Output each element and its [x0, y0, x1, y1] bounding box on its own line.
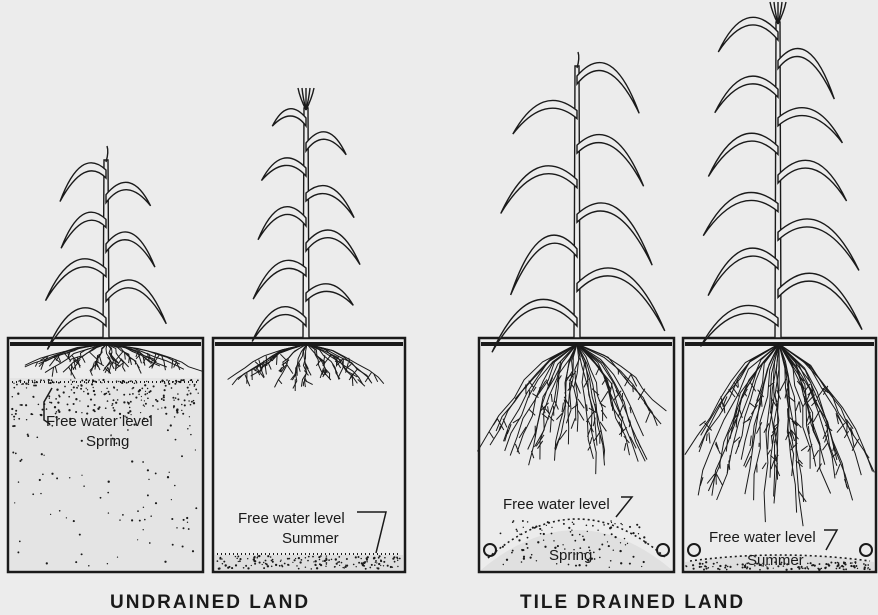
season-label: Summer	[282, 530, 339, 547]
water-level-label: Free water level	[46, 413, 153, 430]
corn-plant	[492, 52, 665, 352]
corn-plant	[252, 88, 360, 341]
saturated-zone	[10, 378, 201, 570]
corn-plant	[701, 2, 862, 346]
water-level-label: Free water level	[503, 496, 610, 513]
caption-undrained: UNDRAINED LAND	[110, 592, 310, 613]
soil-box-undrained-spring	[8, 338, 203, 572]
season-label: Spring	[549, 547, 592, 564]
water-level-label: Free water level	[709, 529, 816, 546]
corn-plant	[46, 146, 167, 350]
corn-plants	[46, 2, 863, 352]
caption-tile-drained: TILE DRAINED LAND	[520, 592, 745, 613]
season-label: Spring	[86, 433, 129, 450]
water-level-label: Free water level	[238, 510, 345, 527]
season-label: Summer	[747, 552, 804, 569]
